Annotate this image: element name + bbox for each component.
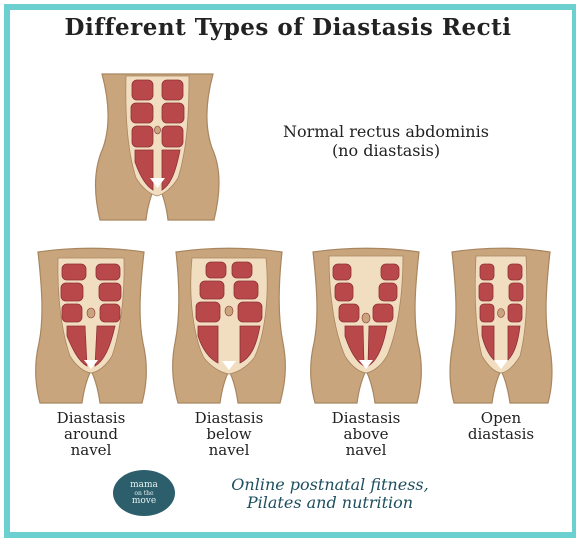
normal-torso-illustration — [90, 70, 225, 220]
caption-line: navel — [31, 442, 151, 458]
navel-icon — [362, 313, 370, 323]
normal-label: Normal rectus abdominis (no diastasis) — [236, 122, 536, 160]
torso-below-navel — [170, 248, 288, 403]
logo-line1: mama — [130, 481, 158, 490]
navel-icon — [225, 306, 233, 316]
footer-line1: Online postnatal fitness, — [185, 476, 475, 494]
normal-label-line2: (no diastasis) — [236, 141, 536, 160]
torso-above-navel — [307, 248, 425, 403]
caption-line: above — [306, 426, 426, 442]
caption-below-navel: Diastasis below navel — [169, 410, 289, 458]
logo-line3: move — [132, 497, 156, 506]
caption-line: navel — [306, 442, 426, 458]
caption-line: Open — [441, 410, 561, 426]
caption-line: around — [31, 426, 151, 442]
mama-on-the-move-logo: mama on the move — [113, 470, 175, 516]
caption-open-diastasis: Open diastasis — [441, 410, 561, 442]
caption-line: Diastasis — [169, 410, 289, 426]
navel-icon — [155, 126, 161, 134]
torso-open-diastasis — [446, 248, 556, 403]
navel-icon — [87, 308, 95, 318]
caption-line: navel — [169, 442, 289, 458]
caption-above-navel: Diastasis above navel — [306, 410, 426, 458]
caption-line: Diastasis — [31, 410, 151, 426]
caption-line: below — [169, 426, 289, 442]
footer-tagline: Online postnatal fitness, Pilates and nu… — [185, 476, 475, 512]
navel-icon — [498, 309, 505, 318]
page-title: Different Types of Diastasis Recti — [0, 14, 576, 41]
normal-label-line1: Normal rectus abdominis — [236, 122, 536, 141]
caption-around-navel: Diastasis around navel — [31, 410, 151, 458]
caption-line: diastasis — [441, 426, 561, 442]
caption-line: Diastasis — [306, 410, 426, 426]
footer-line2: Pilates and nutrition — [185, 494, 475, 512]
torso-around-navel — [32, 248, 150, 403]
